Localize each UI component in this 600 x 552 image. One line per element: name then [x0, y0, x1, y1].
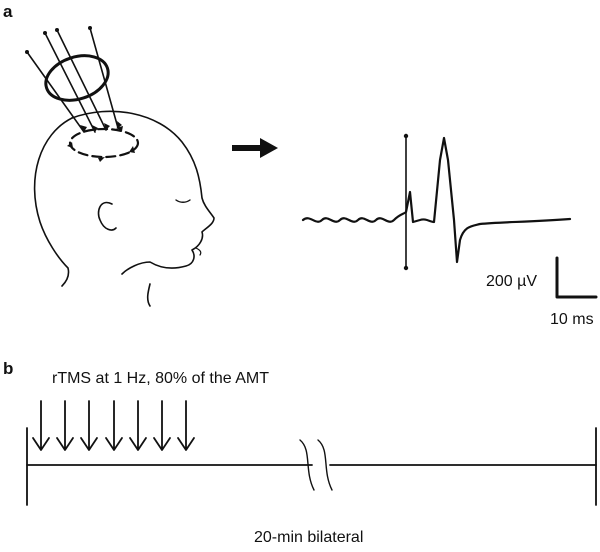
- transition-arrow-icon: [232, 138, 278, 158]
- panel-b-label: b: [3, 359, 13, 378]
- duration-text: 20-min bilateral: [254, 529, 363, 546]
- tms-coil-icon: [25, 26, 119, 133]
- scale-bar-icon: [555, 256, 598, 299]
- scale-amplitude-label: 200 µV: [486, 273, 537, 290]
- timeline-icon: [26, 427, 597, 506]
- stimulus-text: rTMS at 1 Hz, 80% of the AMT: [52, 370, 269, 387]
- induced-current-arrows-icon: [67, 121, 140, 162]
- pulse-arrows-icon: [32, 400, 195, 451]
- mep-waveform-icon: [301, 133, 572, 271]
- scale-time-label: 10 ms: [550, 311, 594, 328]
- head-outline-icon: [33, 110, 215, 307]
- panel-a-label: a: [3, 2, 13, 21]
